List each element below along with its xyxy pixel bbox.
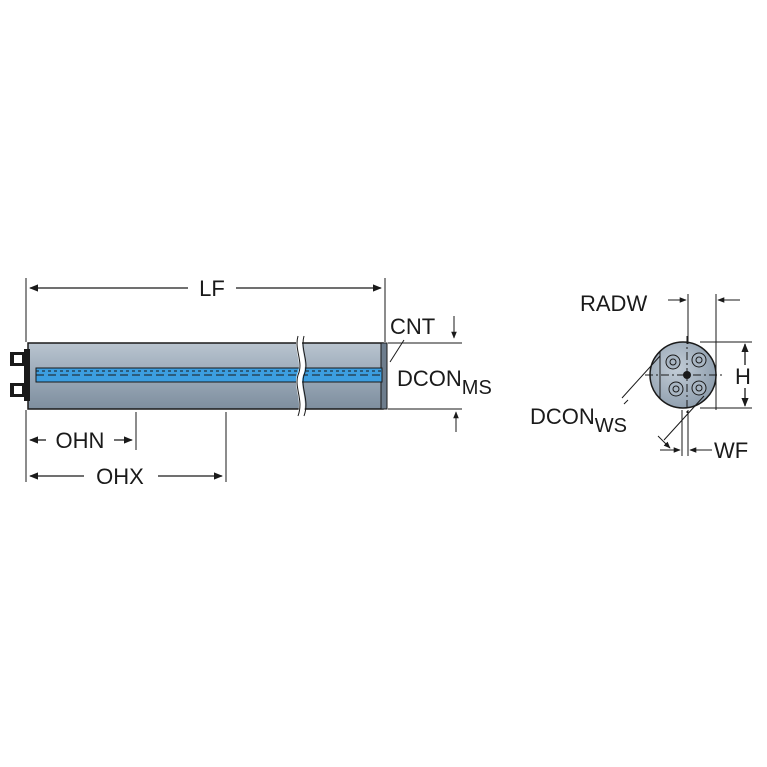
wf-label: WF [714, 438, 748, 463]
radw-label: RADW [580, 291, 647, 316]
side-view: LF CNT DCONMS OHN [10, 276, 492, 489]
hex-plug-icon [10, 349, 30, 401]
dcon-ws-label: DCONWS [530, 404, 627, 437]
dcon-ms-dimension: DCONMS [388, 342, 492, 432]
h-label: H [735, 364, 751, 389]
screw-icon [665, 352, 707, 397]
break-marks [296, 335, 307, 418]
end-view: RADW H DCONWS [530, 291, 752, 463]
radw-dimension: RADW [580, 291, 740, 410]
ohx-dimension: OHX [29, 412, 227, 489]
lf-label: LF [199, 276, 225, 301]
dcon-ws-dimension: DCONWS [530, 355, 705, 449]
cnt-dimension: CNT [389, 314, 457, 363]
ohn-dimension: OHN [25, 410, 137, 482]
cnt-label: CNT [390, 314, 435, 339]
ohx-label: OHX [96, 464, 144, 489]
dcon-ms-label: DCONMS [397, 366, 492, 399]
h-dimension: H [700, 341, 752, 409]
lf-dimension: LF [25, 276, 386, 342]
ohn-label: OHN [56, 428, 105, 453]
wf-dimension: WF [660, 410, 748, 463]
